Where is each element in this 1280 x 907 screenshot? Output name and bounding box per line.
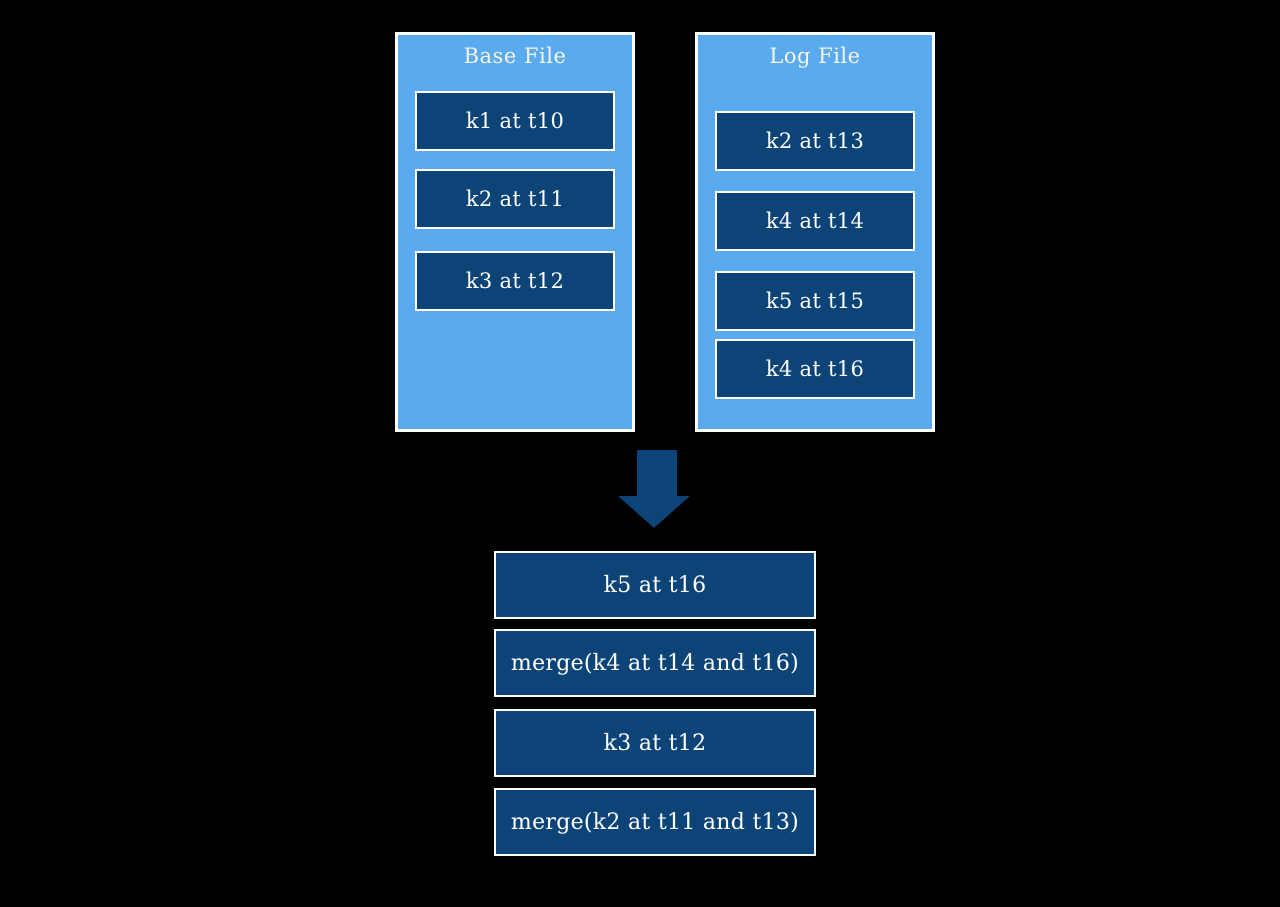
base-file-record: k2 at t11	[415, 169, 615, 229]
merged-result-record: k5 at t16	[494, 551, 816, 619]
merged-result-record: merge(k4 at t14 and t16)	[494, 629, 816, 697]
log-file-title: Log File	[769, 44, 861, 68]
log-file-record: k4 at t14	[715, 191, 915, 251]
merged-result-record: k3 at t12	[494, 709, 816, 777]
base-file-title: Base File	[463, 44, 567, 68]
log-file-box: Log File k2 at t13 k4 at t14 k5 at t15 k…	[695, 32, 935, 432]
base-file-record: k3 at t12	[415, 251, 615, 311]
log-file-record: k5 at t15	[715, 271, 915, 331]
down-arrow-icon	[618, 450, 690, 528]
merged-result-record: merge(k2 at t11 and t13)	[494, 788, 816, 856]
base-file-record: k1 at t10	[415, 91, 615, 151]
base-file-box: Base File k1 at t10 k2 at t11 k3 at t12	[395, 32, 635, 432]
log-file-record: k2 at t13	[715, 111, 915, 171]
log-file-record: k4 at t16	[715, 339, 915, 399]
